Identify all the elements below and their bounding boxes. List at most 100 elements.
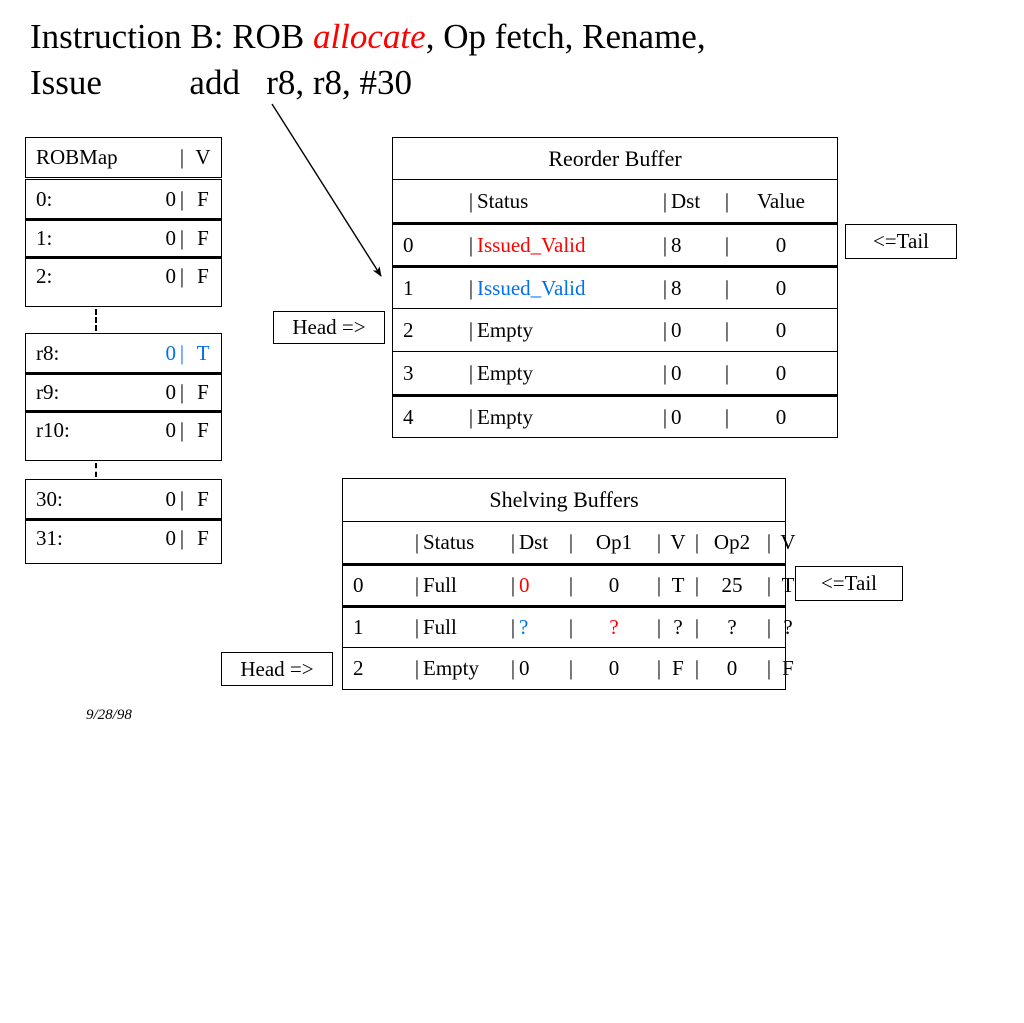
sh-row-index: 1: [353, 615, 364, 639]
sh-row-op2: 0: [726, 656, 738, 680]
title-line2: Issue add r8, r8, #30: [30, 63, 413, 102]
sh-row-index: 2: [353, 656, 364, 680]
sh-row-v2: T: [781, 573, 795, 597]
table-row[interactable]: 0: 0 | F: [26, 180, 221, 218]
rob-row-dst: 0: [671, 360, 682, 385]
table-row[interactable]: r8: 0 | T: [26, 334, 221, 372]
sh-row-dst: ?: [519, 615, 529, 639]
robmap-row-value: 0: [165, 226, 177, 250]
rob-row-dst: 0: [671, 317, 682, 342]
page-title: Instruction B: ROB allocate, Op fetch, R…: [30, 14, 990, 106]
table-row[interactable]: 2 | Empty | 0 | 0: [393, 308, 837, 351]
sh-header-v1: V: [670, 530, 686, 554]
rob-row-status: Issued_Valid: [477, 232, 586, 257]
sh-header-sep-3: |: [568, 530, 574, 554]
sh-row-sep-1: |: [414, 573, 420, 597]
rob-header-dst: Dst: [671, 188, 701, 213]
rob-row-sep-3: |: [724, 360, 730, 385]
sh-header-sep-1: |: [414, 530, 420, 554]
robmap-row-separator: |: [179, 486, 185, 511]
table-row[interactable]: 30: 0 | F: [26, 480, 221, 518]
sh-row-sep-4: |: [656, 573, 662, 597]
rob-row-sep-1: |: [468, 232, 474, 257]
rob-row-dst: 8: [671, 232, 682, 257]
rob-row-sep-3: |: [724, 404, 730, 429]
table-row[interactable]: 1: 0 | F: [26, 218, 221, 256]
robmap-row-valid: F: [197, 380, 209, 404]
sh-row-v1: F: [672, 656, 684, 680]
robmap-header-name: ROBMap: [36, 145, 118, 169]
sh-row-status: Empty: [423, 656, 479, 680]
sh-row-sep-2: |: [510, 615, 516, 639]
rob-row-sep-1: |: [468, 275, 474, 300]
sh-row-sep-6: |: [766, 573, 772, 597]
robmap-row-value: 0: [165, 186, 177, 211]
reorder-buffer-title: Reorder Buffer: [548, 145, 682, 171]
rob-row-value: 0: [775, 275, 787, 300]
table-row[interactable]: r9: 0 | F: [26, 372, 221, 410]
robmap-row-label: r10:: [36, 418, 70, 442]
table-row[interactable]: 0 | Issued_Valid | 8 | 0: [393, 222, 837, 265]
sh-row-sep-1: |: [414, 615, 420, 639]
sh-row-sep-4: |: [656, 656, 662, 680]
table-row[interactable]: 1 | Full | ? | ? | ? | ? | ?: [343, 605, 793, 647]
shelving-header-row: | Status | Dst | Op1 | V | Op2 | V: [343, 521, 796, 563]
robmap-row-separator: |: [179, 226, 185, 250]
robmap-row-separator: |: [179, 526, 185, 550]
rob-row-index: 0: [403, 232, 414, 257]
rob-row-sep-2: |: [662, 360, 668, 385]
rob-row-index: 2: [403, 317, 414, 342]
rob-header-sep-1: |: [468, 188, 474, 213]
table-row[interactable]: 3 | Empty | 0 | 0: [393, 351, 837, 394]
robmap-row-separator: |: [179, 418, 185, 442]
sh-row-dst: 0: [519, 573, 530, 597]
slide-date: 9/28/98: [86, 707, 132, 723]
sh-row-sep-3: |: [568, 615, 574, 639]
sh-row-op1: ?: [609, 615, 619, 639]
rob-row-sep-3: |: [724, 317, 730, 342]
rob-row-sep-2: |: [662, 317, 668, 342]
robmap-row-separator: |: [179, 340, 185, 365]
sh-header-status: Status: [423, 530, 475, 554]
sh-row-dst: 0: [519, 656, 530, 680]
rob-row-status: Empty: [477, 404, 533, 429]
table-row[interactable]: 2 | Empty | 0 | 0 | F | 0 | F: [343, 647, 794, 689]
rob-tail-pointer-label: <=Tail: [845, 224, 957, 259]
rob-header-status: Status: [477, 188, 529, 213]
robmap-row-valid: F: [197, 264, 209, 288]
robmap-row-value: 0: [165, 486, 177, 511]
robmap-header-valid: V: [195, 145, 211, 169]
robmap-row-label: 1:: [36, 226, 53, 250]
rob-head-pointer-label: Head =>: [273, 311, 385, 344]
table-row[interactable]: 2: 0 | F: [26, 256, 221, 294]
table-row[interactable]: r10: 0 | F: [26, 410, 221, 448]
table-row[interactable]: 31: 0 | F: [26, 518, 221, 556]
sh-row-sep-3: |: [568, 656, 574, 680]
shelving-head-pointer-label: Head =>: [221, 652, 333, 686]
sh-row-index: 0: [353, 573, 364, 597]
robmap-header-table: ROBMap | V: [25, 137, 222, 178]
sh-row-sep-6: |: [766, 615, 772, 639]
rob-header-sep-3: |: [724, 188, 730, 213]
sh-row-sep-5: |: [694, 656, 700, 680]
robmap-row-separator: |: [179, 186, 185, 211]
table-row[interactable]: 4 | Empty | 0 | 0: [393, 394, 837, 437]
sh-header-sep-2: |: [510, 530, 516, 554]
rob-header-sep-2: |: [662, 188, 668, 213]
rob-row-sep-1: |: [468, 360, 474, 385]
rob-row-value: 0: [775, 404, 787, 429]
robmap-header-row: ROBMap | V: [26, 138, 221, 177]
table-row[interactable]: 1 | Issued_Valid | 8 | 0: [393, 265, 837, 308]
sh-row-op1: 0: [608, 573, 620, 597]
robmap-row-value: 0: [165, 526, 177, 550]
sh-header-index: [353, 522, 409, 563]
robmap-row-value: 0: [165, 340, 177, 365]
reorder-buffer-table: Reorder Buffer | Status | Dst | Value 0 …: [392, 137, 838, 438]
table-row[interactable]: 0 | Full | 0 | 0 | T | 25 | T: [343, 563, 794, 605]
sh-row-op1: 0: [608, 656, 620, 680]
sh-row-v2: F: [782, 656, 794, 680]
sh-row-v1: ?: [673, 615, 683, 639]
sh-header-v2: V: [780, 530, 796, 554]
sh-row-v2: ?: [783, 615, 793, 639]
title-emphasis-allocate: allocate: [312, 17, 426, 56]
